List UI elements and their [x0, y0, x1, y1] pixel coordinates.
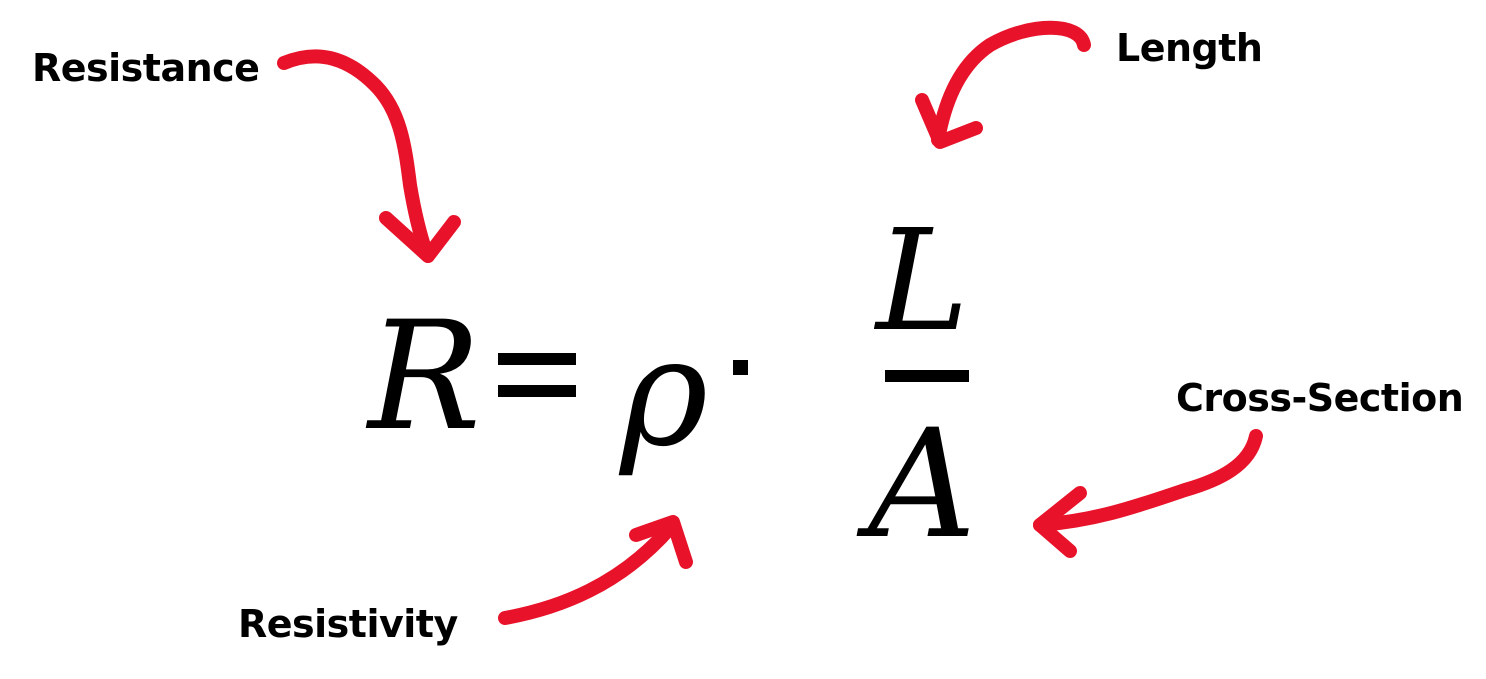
equals-sign-bottom-bar [498, 385, 576, 397]
formula-resistivity-symbol: ρ [620, 306, 709, 480]
label-resistivity: Resistivity [238, 602, 458, 646]
arrow-length-icon [915, 20, 1091, 149]
equals-sign-top-bar [498, 353, 576, 365]
arrow-resistance-icon [277, 49, 461, 263]
arrow-resistivity-icon [498, 515, 693, 625]
fraction-bar [885, 370, 969, 382]
arrow-cross-section-icon [1033, 429, 1263, 558]
multiplication-dot [733, 360, 748, 375]
label-resistance: Resistance [32, 46, 260, 90]
formula-area-symbol: A [868, 398, 977, 572]
label-cross-section: Cross-Section [1176, 376, 1464, 420]
label-length: Length [1116, 26, 1263, 70]
formula-resistance-symbol: R [368, 290, 481, 464]
formula-length-symbol: L [876, 200, 969, 363]
